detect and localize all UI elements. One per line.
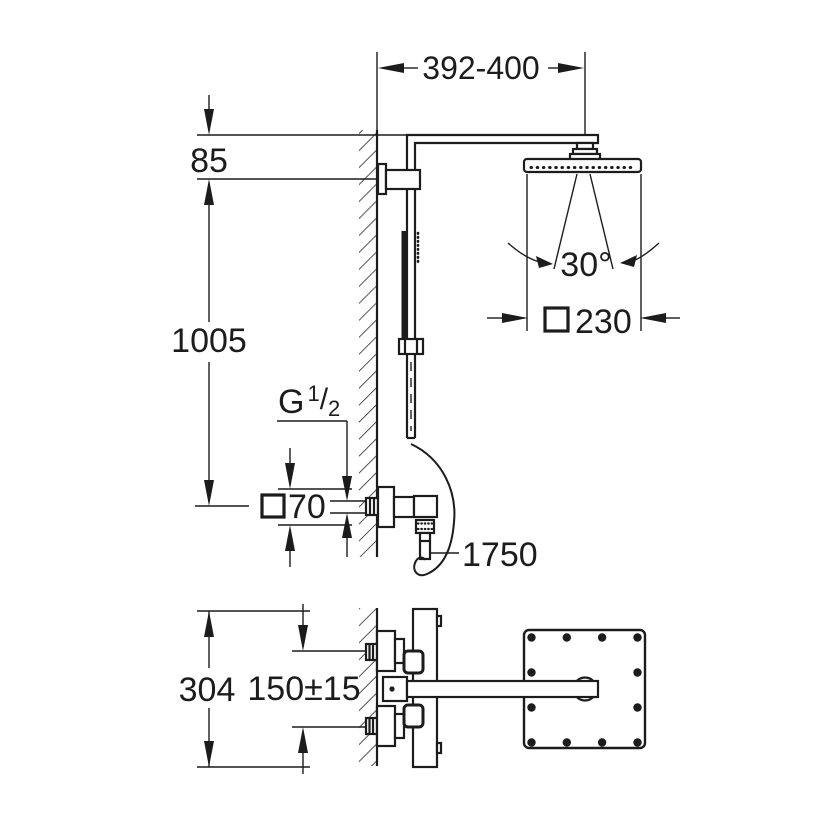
dim-supply-spacing bbox=[292, 604, 372, 774]
hose-nut bbox=[414, 518, 436, 535]
head-shower-side bbox=[522, 141, 643, 174]
dim-label-plate-height: 304 bbox=[178, 671, 236, 709]
valve-knob-bottom bbox=[402, 703, 425, 729]
thread-slash: / bbox=[319, 383, 329, 416]
upper-view bbox=[195, 52, 680, 577]
ball-joint bbox=[568, 141, 602, 162]
spray-angle-annotation bbox=[507, 173, 660, 270]
nozzle-dots bbox=[527, 633, 642, 747]
thread-denominator: 2 bbox=[328, 396, 341, 421]
dim-arm-drop-and-rail-height bbox=[195, 95, 407, 507]
outlet-block bbox=[381, 675, 409, 703]
shower-outlet-valve bbox=[364, 485, 439, 561]
valve-knob-top bbox=[402, 649, 425, 675]
wall-section-lower bbox=[359, 608, 379, 766]
square-symbol-230 bbox=[543, 306, 570, 333]
rail-slider bbox=[397, 337, 425, 356]
dim-width-range bbox=[376, 52, 586, 134]
thread-prefix: G bbox=[278, 383, 305, 421]
shower-rail-and-arm bbox=[405, 133, 600, 440]
hand-shower bbox=[397, 231, 425, 356]
dim-label-supply-spacing: 150±15 bbox=[247, 670, 361, 708]
spray-angle-label: 30° bbox=[560, 246, 612, 284]
square-symbol-70 bbox=[260, 493, 286, 519]
thread-numerator: 1 bbox=[307, 381, 320, 406]
dim-head-width bbox=[487, 174, 680, 333]
head-shower-plan bbox=[405, 628, 647, 750]
dim-label-head-width: 230 bbox=[575, 303, 632, 341]
wall-section-upper bbox=[359, 130, 379, 557]
wall-bracket bbox=[376, 162, 422, 196]
dim-label-rail-height: 1005 bbox=[171, 322, 247, 360]
dim-plate-height bbox=[197, 610, 310, 768]
dim-label-hose-length: 1750 bbox=[462, 536, 538, 574]
dim-label-arm-drop: 85 bbox=[190, 142, 228, 180]
dim-label-width-range: 392-400 bbox=[422, 50, 540, 86]
supply-connection-top bbox=[364, 629, 406, 673]
dim-valve-width bbox=[260, 448, 352, 567]
dim-label-valve-width: 70 bbox=[288, 488, 326, 526]
shower-hose bbox=[410, 443, 456, 577]
supply-connection-bottom bbox=[364, 704, 406, 748]
lower-view bbox=[197, 604, 647, 774]
shower-arm-plan bbox=[405, 679, 600, 699]
